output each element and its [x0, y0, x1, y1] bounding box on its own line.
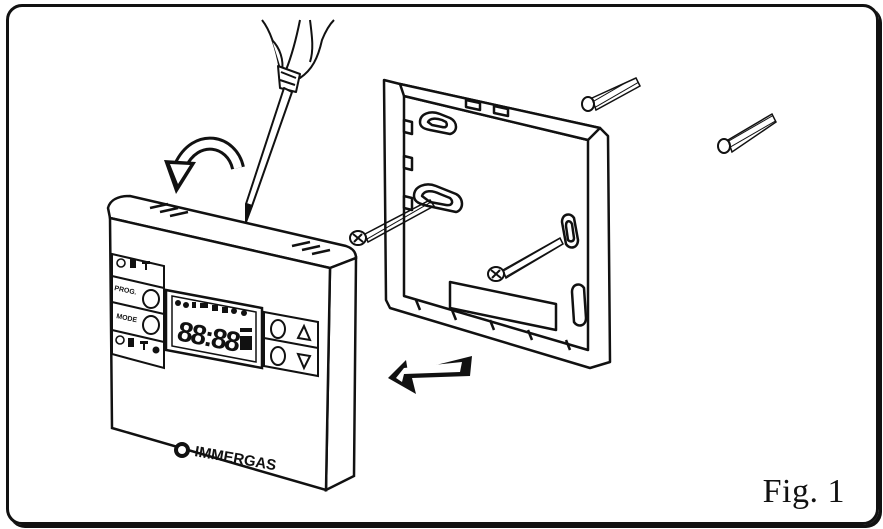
thermostat-cover: PROG. MODE 88:88 [108, 196, 356, 490]
hand-with-screwdriver [246, 20, 334, 222]
figure-caption: Fig. 1 [763, 473, 845, 511]
prog-button[interactable] [143, 290, 159, 308]
flame-icon [153, 347, 160, 354]
radiator-icon [130, 259, 136, 268]
up-button[interactable] [271, 320, 285, 338]
down-button[interactable] [271, 347, 285, 365]
wall-plug-top [582, 78, 640, 111]
mode-button[interactable] [143, 316, 159, 334]
back-plate [384, 80, 610, 368]
wall-plug-right [718, 114, 776, 153]
rotation-arrow [164, 144, 238, 194]
pull-arrow [388, 356, 472, 394]
radiator-icon [128, 338, 134, 347]
